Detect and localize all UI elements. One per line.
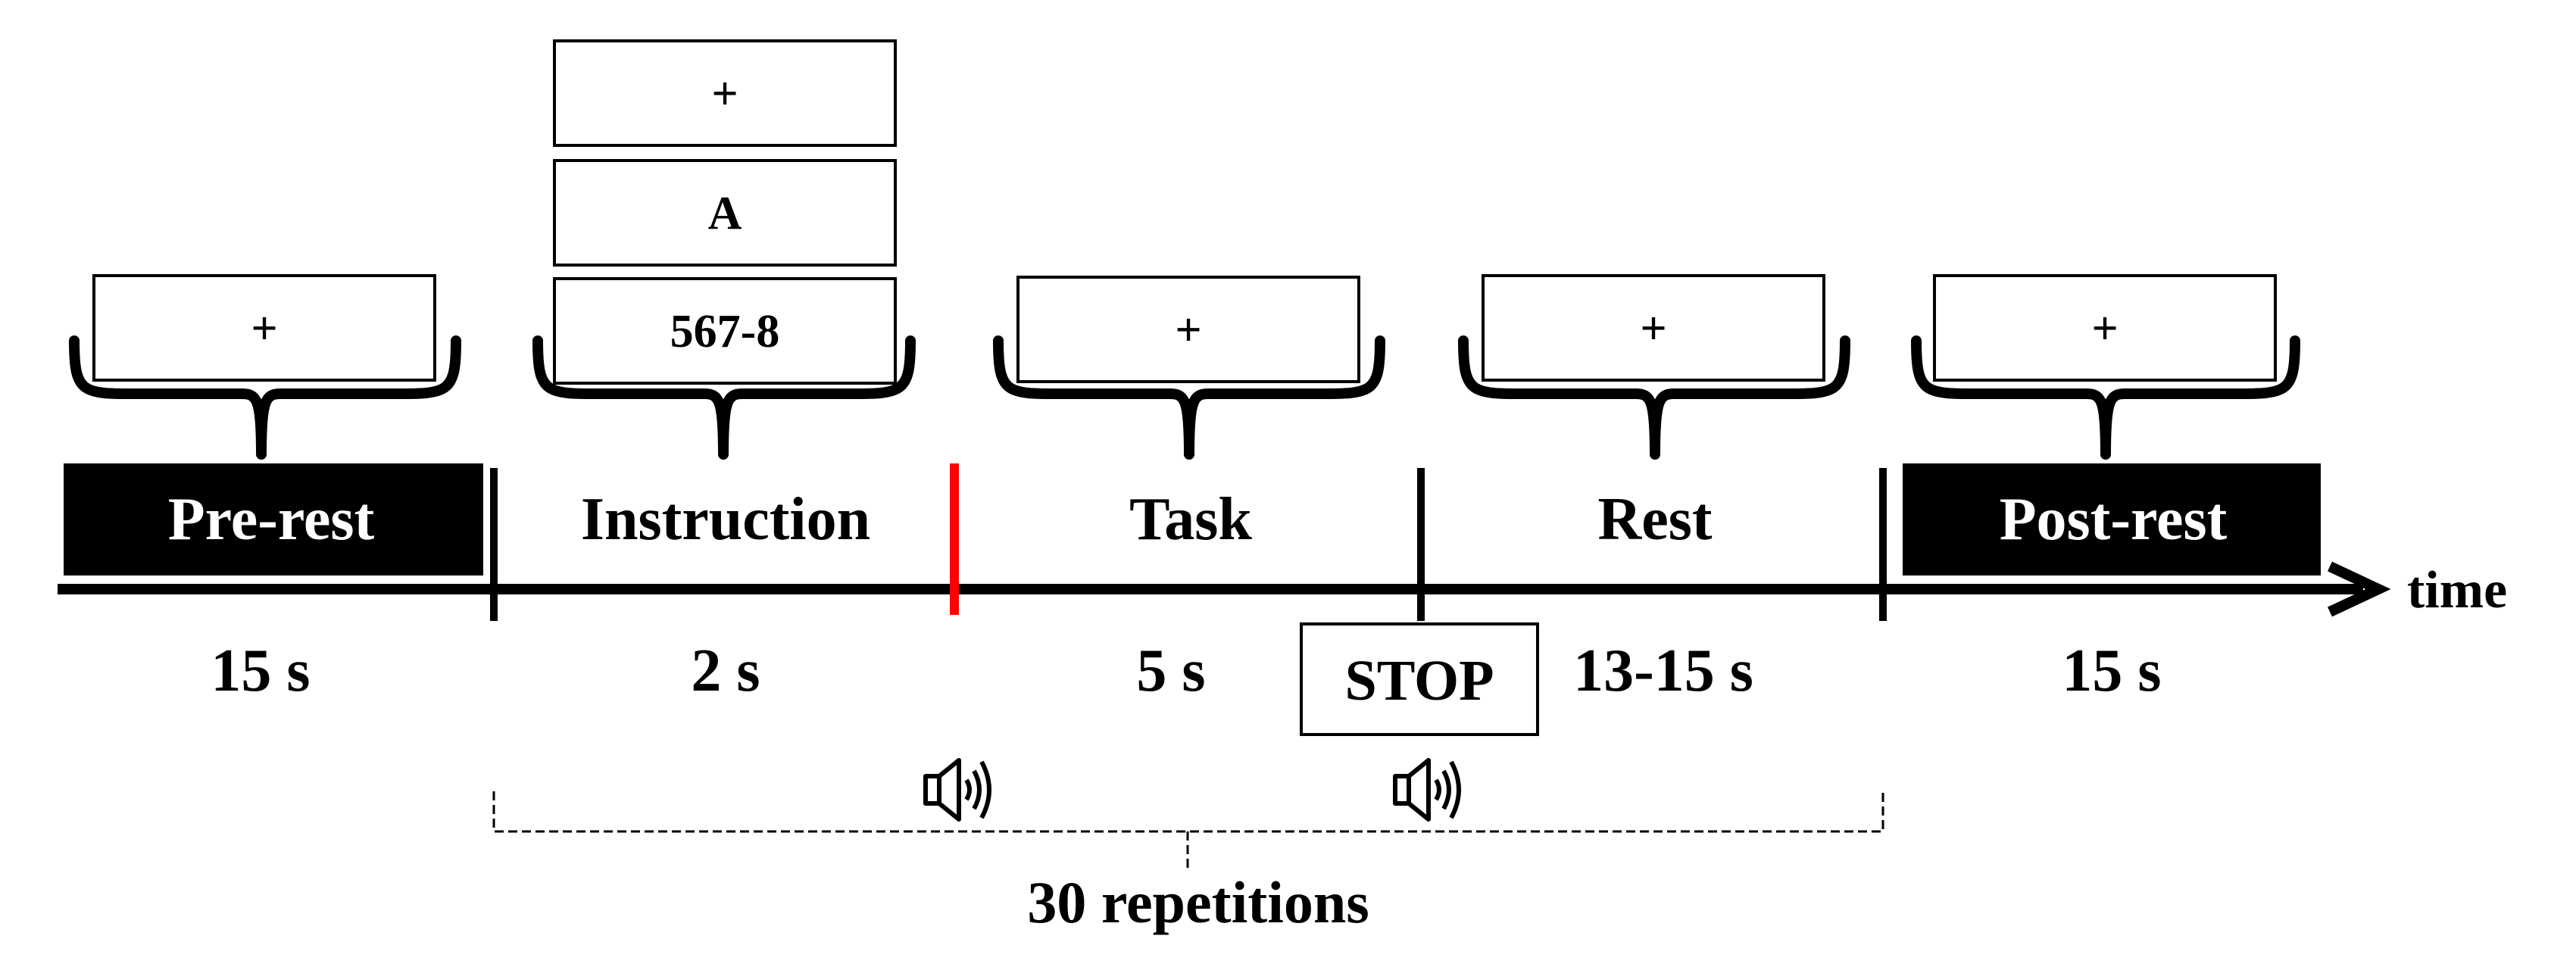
phase-label-task: Task [1129,486,1252,553]
screen-instruction-letter-text: A [708,188,742,239]
phase-label-rest: Rest [1597,486,1712,553]
speaker-icon [923,758,991,822]
brace-task [993,335,1385,460]
phase-label-instruction: Instruction [581,486,870,553]
repetition-bracket [492,791,1884,833]
brace-postrest [1911,335,2300,460]
screen-instruction-sequence-text: 567-8 [670,306,780,357]
duration-rest: 13-15 s [1573,638,1753,704]
screen-prerest-fixation-text: + [251,303,277,354]
stop-box [1300,622,1539,736]
stimulus-screens: + + A 567-8 + + + [92,39,2277,385]
screen-instruction-sequence [553,277,897,385]
duration-postrest: 15 s [2062,638,2161,704]
brace-instruction [532,335,916,460]
duration-instruction: 2 s [691,638,760,704]
screen-task-fixation-text: + [1175,304,1201,356]
screen-prerest-fixation [92,274,436,382]
duration-prerest: 15 s [211,638,310,704]
screen-instruction-fixation-text: + [711,68,738,120]
screen-postrest-fixation [1933,274,2277,382]
time-axis-arrowhead [2328,561,2391,617]
screen-task-fixation [1016,276,1360,383]
speaker-icon [1393,758,1461,822]
prerest-bar [64,463,483,576]
repetitions-label: 30 repetitions [1027,869,1369,935]
brace-rest [1458,335,1850,460]
screen-postrest-fixation-text: + [2091,303,2118,354]
stop-label: STOP [1344,649,1494,713]
brace-prerest [69,335,461,460]
time-axis-label: time [2407,561,2507,619]
phase-label-prerest: Pre-rest [168,486,375,553]
screen-instruction-fixation [553,39,897,147]
screen-rest-fixation [1482,274,1825,382]
duration-task: 5 s [1136,638,1205,704]
postrest-bar [1903,463,2321,576]
screen-instruction-letter [553,159,897,267]
phase-braces [69,335,2300,460]
screen-rest-fixation-text: + [1640,303,1666,354]
phase-label-postrest: Post-rest [2000,486,2228,553]
